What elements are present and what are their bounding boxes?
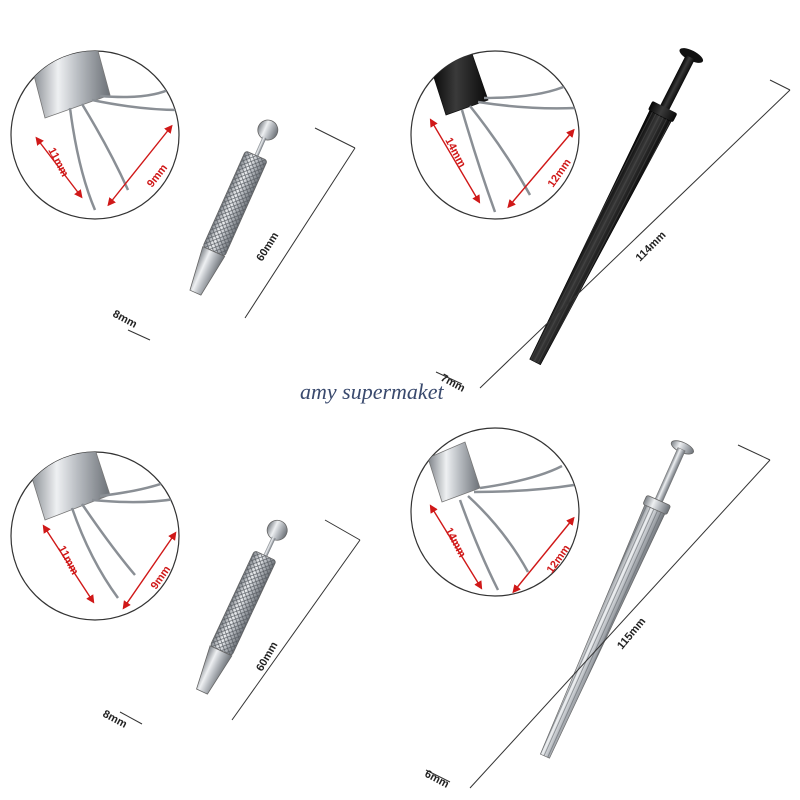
- zoom-circle: 11mm 9mm: [10, 50, 180, 220]
- small-tool-bottom: 11mm 9mm 60mm 8mm: [10, 451, 361, 731]
- diameter-label: 6mm: [423, 768, 452, 791]
- zoom-circle: 14mm 12mm: [410, 50, 580, 220]
- diameter-label: 8mm: [101, 708, 130, 731]
- small-tool-top: 11mm 9mm 60mm 8mm: [10, 50, 356, 341]
- tool-body: [529, 48, 704, 366]
- tool-body: [196, 519, 288, 695]
- long-black-tool: 14mm 12mm 114mm 7mm: [410, 48, 791, 395]
- zoom-circle: 11mm 9mm: [10, 451, 180, 621]
- length-label: 60mm: [254, 230, 281, 264]
- tool-body: [539, 440, 694, 759]
- long-silver-tool: 14mm 12mm 115mm 6mm: [410, 427, 771, 791]
- tool-body: [189, 119, 279, 296]
- length-label: 115mm: [615, 615, 648, 651]
- diameter-label: 8mm: [111, 308, 140, 331]
- zoom-circle: 14mm 12mm: [410, 427, 580, 597]
- watermark: amy supermaket: [300, 379, 444, 404]
- length-label: 114mm: [634, 229, 669, 264]
